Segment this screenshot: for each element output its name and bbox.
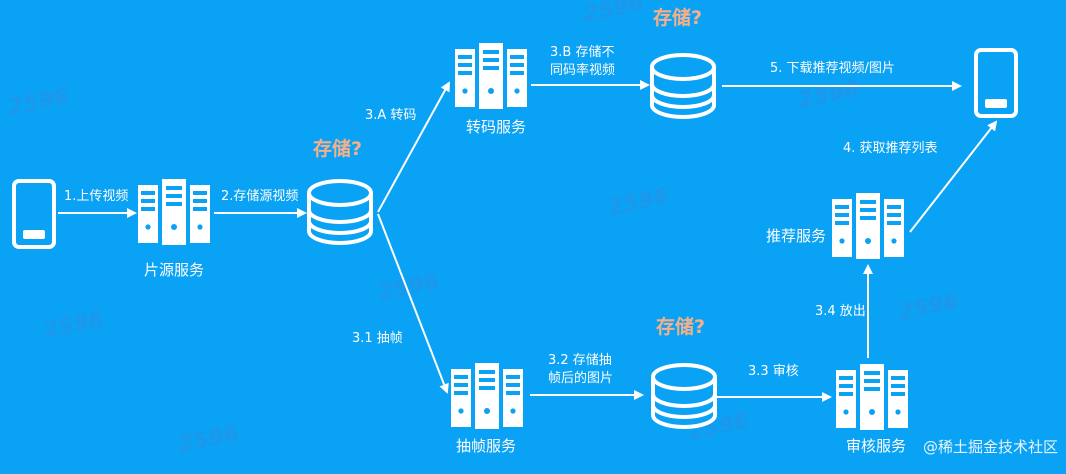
server-rack-icon (138, 179, 210, 245)
node-label-transcode-service: 转码服务 (466, 118, 526, 136)
watermark-tile: 2596 (6, 84, 71, 121)
label-layer: 片源服务 转码服务 抽帧服务 审核服务 推荐服务 存储? 存储? 存储? 1.上… (64, 6, 1058, 456)
phone-icon (12, 179, 56, 249)
server-rack-icon (832, 193, 904, 259)
edge-label-store-frames-2: 帧后的图片 (548, 370, 613, 386)
watermark-tile: 2596 (581, 0, 646, 28)
icon-layer (12, 43, 1018, 430)
edge-transcode-a (377, 81, 450, 213)
node-label-source-service: 片源服务 (144, 261, 204, 279)
storage-question-source: 存储? (313, 137, 362, 160)
edge-label-store-bitrates-1: 3.B 存储不 (550, 45, 614, 60)
phone-icon (974, 48, 1018, 118)
edge-label-transcode-a: 3.A 转码 (365, 108, 416, 123)
server-rack-icon (455, 43, 527, 109)
edge-label-store-frames-1: 3.2 存储抽 (548, 353, 612, 368)
storage-question-transcode: 存储? (653, 6, 702, 29)
watermark-corner: @稀土掘金技术社区 (923, 438, 1058, 456)
server-rack-icon (451, 363, 523, 429)
edge-label-upload: 1.上传视频 (64, 189, 128, 204)
watermark-tile: 2596 (606, 184, 671, 221)
node-label-frame-service: 抽帧服务 (456, 437, 516, 455)
database-icon (650, 53, 716, 119)
edge-label-review: 3.3 审核 (748, 364, 799, 379)
edge-label-store-source: 2.存储源视频 (221, 189, 298, 204)
watermark-tile: 2596 (896, 289, 961, 326)
edge-label-get-list: 4. 获取推荐列表 (843, 141, 938, 156)
watermark-tile: 2596 (796, 77, 861, 114)
watermark-tile: 2596 (176, 421, 241, 458)
edge-get-list (909, 120, 998, 233)
node-label-review-service: 审核服务 (846, 437, 906, 455)
watermark-tile: 2596 (41, 307, 106, 344)
watermark-tile: 2596 (376, 269, 441, 306)
node-label-recommend-service: 推荐服务 (766, 227, 826, 245)
edge-label-download: 5. 下载推荐视频/图片 (770, 61, 895, 76)
server-rack-icon (836, 364, 908, 430)
storage-question-frame: 存储? (656, 315, 705, 338)
edge-label-extract-frames: 3.1 抽帧 (352, 331, 403, 346)
edge-layer (58, 80, 998, 402)
database-icon (307, 179, 373, 245)
edge-extract-frames (377, 213, 449, 394)
edge-label-release: 3.4 放出 (815, 304, 866, 319)
edge-label-store-bitrates-2: 同码率视频 (550, 62, 615, 78)
